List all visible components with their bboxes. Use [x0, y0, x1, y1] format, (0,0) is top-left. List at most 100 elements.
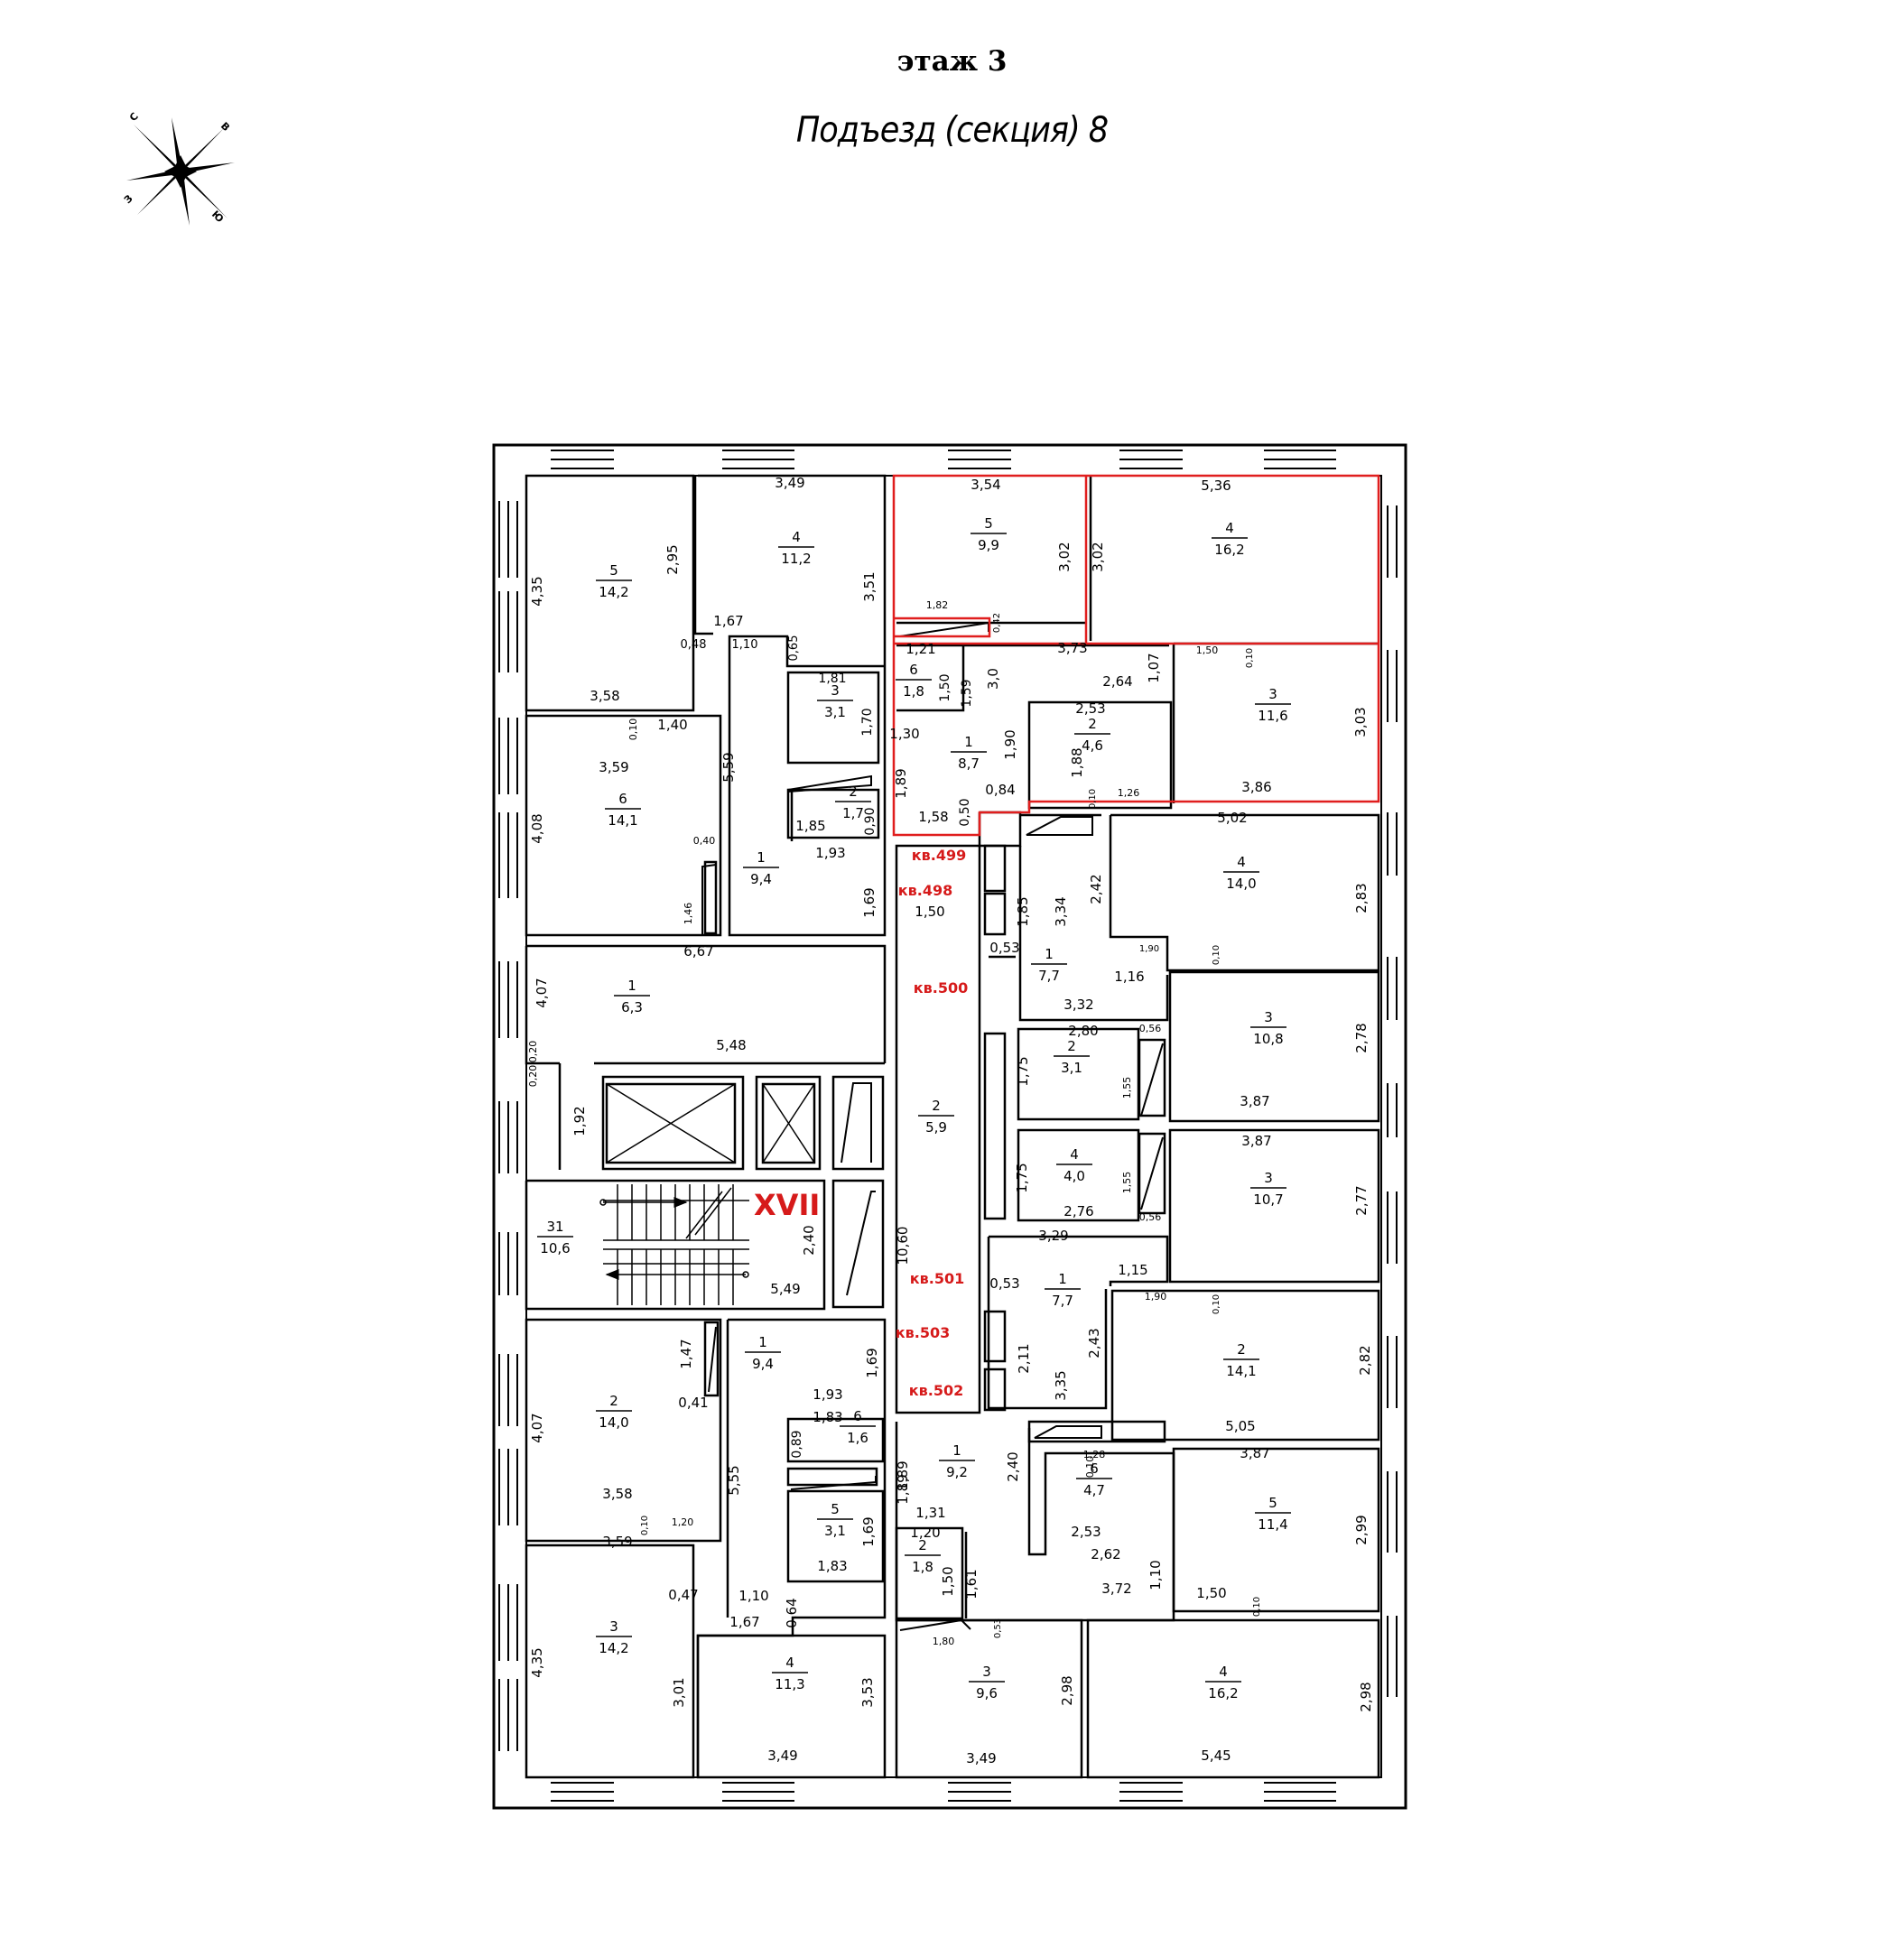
room-number: 5 [831, 1501, 840, 1517]
dimension-label: 1,89 [893, 768, 909, 798]
room-label: 614,1 [605, 791, 641, 829]
room-label: 44,0 [1056, 1146, 1092, 1184]
staircase [599, 1184, 749, 1305]
room-label: 23,1 [1054, 1038, 1090, 1076]
room-area: 14,0 [1226, 876, 1256, 892]
room-area: 11,6 [1258, 708, 1287, 724]
room-label: 64,7 [1076, 1460, 1112, 1498]
dimension-label: 5,59 [720, 752, 737, 782]
dimension-label: 1,55 [1121, 1077, 1133, 1099]
dimension-label: 1,83 [817, 1558, 847, 1574]
room-number: 5 [1268, 1495, 1277, 1511]
room-number: 4 [1219, 1664, 1228, 1680]
dimension-label: 1,15 [1118, 1262, 1147, 1278]
room-label: 17,7 [1031, 946, 1067, 984]
room-label: 21,7 [835, 783, 871, 821]
dimension-label: 1,07 [1146, 653, 1162, 682]
room-area: 3,1 [824, 704, 846, 720]
dimension-label: 1,28 [1083, 1449, 1106, 1460]
dimension-label: 1,50 [1196, 1585, 1226, 1601]
room-area: 14,1 [1226, 1363, 1256, 1379]
room-area: 14,2 [599, 1640, 628, 1656]
dimension-label: 1,20 [672, 1516, 694, 1528]
dimension-label: 0,20 [527, 1065, 539, 1088]
dimension-label: 3,0 [985, 668, 1001, 690]
room-label: 414,0 [1223, 854, 1259, 892]
dimension-label: 2,11 [1016, 1343, 1032, 1373]
room-number: 2 [932, 1098, 941, 1114]
dimension-label: 1,59 [960, 679, 974, 707]
dimension-label: 1,69 [864, 1348, 880, 1377]
room-area: 6,3 [621, 999, 643, 1015]
compass-letter-s: Ю [209, 209, 226, 225]
dimension-label: 3,34 [1053, 896, 1069, 926]
dimension-label: 2,99 [1353, 1515, 1370, 1544]
room-label: 19,4 [743, 849, 779, 887]
room-number: 3 [1268, 686, 1277, 702]
room-label: 411,2 [778, 529, 814, 567]
room-area: 16,2 [1214, 542, 1244, 558]
room-number: 4 [792, 529, 801, 545]
dimension-label: 0,64 [784, 1598, 800, 1627]
dimension-label: 2,98 [1059, 1675, 1075, 1705]
dimension-label: 0,84 [985, 782, 1015, 798]
dimension-label: 1,69 [860, 1516, 877, 1546]
room-number: 5 [609, 562, 618, 579]
dimension-label: 1,58 [918, 809, 948, 825]
room-number: 5 [984, 515, 993, 532]
dimension-label: 2,98 [1358, 1682, 1374, 1711]
dimension-label: 2,78 [1353, 1023, 1370, 1052]
dimension-label: 0,47 [668, 1587, 698, 1603]
dimension-label: 5,02 [1217, 810, 1247, 826]
dimension-label: 0,41 [678, 1395, 708, 1411]
dimension-label: 1,93 [813, 1386, 842, 1403]
room-area: 5,9 [925, 1119, 947, 1136]
dimension-label: 1,85 [795, 818, 825, 834]
dimension-label: 2,40 [801, 1225, 817, 1255]
shaft-shapes [701, 621, 1164, 1631]
room-number: 2 [1088, 716, 1097, 732]
dimension-label: 3,54 [971, 477, 1000, 493]
dimension-label: 1,83 [813, 1409, 842, 1425]
room-number: 3 [1264, 1009, 1273, 1025]
room-number: 2 [918, 1537, 927, 1553]
room-number: 2 [1237, 1341, 1246, 1358]
lift-shaft [606, 1083, 815, 1164]
room-number: 4 [785, 1655, 794, 1671]
room-area: 1,8 [903, 683, 924, 700]
room-label: 19,4 [745, 1334, 781, 1372]
room-label: 53,1 [817, 1501, 853, 1539]
dimension-label: 3,59 [602, 1534, 632, 1550]
dimension-label: 3,87 [1241, 1133, 1271, 1149]
dimension-label: 3,29 [1038, 1228, 1068, 1244]
room-label: 18,7 [951, 734, 987, 772]
room-area: 14,0 [599, 1414, 628, 1431]
room-number: 4 [1070, 1146, 1079, 1163]
apartment-label: кв.502 [909, 1382, 963, 1399]
dimension-label: 0,53 [989, 1275, 1019, 1292]
room-area: 4,6 [1082, 737, 1103, 754]
room-label: 19,2 [939, 1442, 975, 1480]
dimension-label: 2,43 [1086, 1328, 1102, 1358]
room-area: 7,7 [1038, 968, 1060, 984]
dimension-label: 3,49 [775, 475, 804, 491]
room-label: 310,7 [1250, 1170, 1286, 1208]
dimension-label: 3,02 [1090, 542, 1106, 571]
dimension-label: 1,88 [1069, 747, 1085, 777]
room-label: 59,9 [971, 515, 1007, 553]
dimension-label: 3,01 [671, 1677, 687, 1707]
dimension-label: 3,03 [1352, 707, 1369, 737]
room-number: 31 [546, 1219, 563, 1235]
dimension-label: 0,56 [1139, 1023, 1162, 1034]
dimension-label: 1,31 [915, 1505, 945, 1521]
dimension-label: 1,89 [895, 1474, 911, 1504]
compass-letter-n: С [127, 110, 141, 124]
room-area: 9,4 [750, 871, 772, 887]
dimension-label: 1,80 [933, 1636, 955, 1647]
floor-title: этаж 3 [896, 45, 1008, 78]
room-number: 1 [952, 1442, 961, 1459]
dimension-label: 2,77 [1353, 1185, 1370, 1215]
room-number: 1 [627, 978, 636, 994]
room-area: 3,1 [824, 1523, 846, 1539]
